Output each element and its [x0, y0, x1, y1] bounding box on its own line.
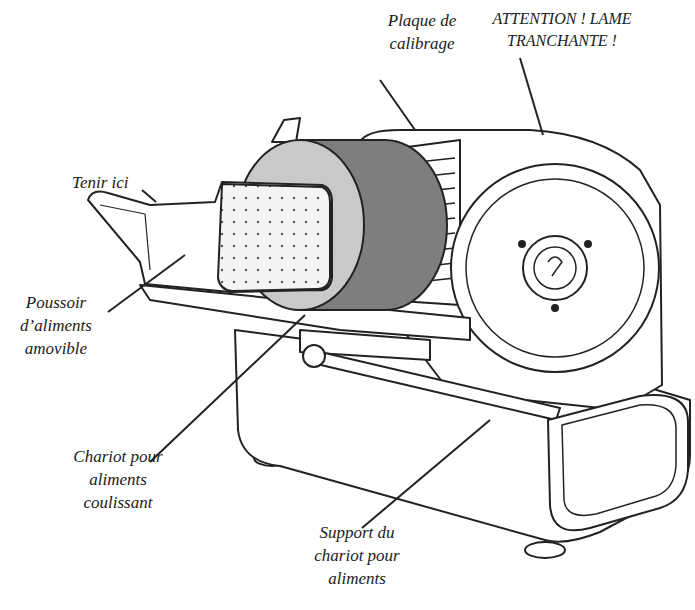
leader-line: [108, 255, 185, 312]
screw: [552, 305, 558, 311]
part-label: Poussoir d’aliments amovible: [4, 292, 108, 361]
part-label: Support du chariot pour aliments: [300, 522, 414, 591]
part-label: Chariot pour aliments coulissant: [62, 446, 174, 515]
part-label: Tenir ici: [72, 172, 172, 195]
blade-hub-inner: [534, 247, 576, 289]
leader-line: [520, 58, 543, 135]
leader-lines: [108, 58, 543, 528]
pusher-edge: [100, 205, 150, 270]
food-pusher: [88, 182, 332, 292]
blade-guard: [451, 164, 659, 372]
rod-knob: [303, 345, 325, 367]
leader-line: [150, 315, 305, 462]
leader-line: [380, 80, 415, 130]
carriage-rod: [308, 350, 560, 420]
blade-hub: [523, 236, 587, 300]
end-cap: [548, 395, 688, 530]
screw: [519, 241, 525, 247]
slicer-drawing: [88, 118, 690, 558]
leader-line: [362, 420, 490, 528]
calibration-knob: [272, 118, 300, 142]
part-label: ATTENTION ! LAME TRANCHANTE !: [462, 8, 662, 51]
screw: [585, 241, 591, 247]
pusher-plate: [218, 184, 330, 291]
foot: [525, 542, 565, 558]
part-label: Plaque de calibrage: [378, 10, 466, 56]
hub-logo: [548, 257, 562, 276]
blade: [466, 179, 644, 357]
leader-line: [142, 190, 156, 202]
end-cap-inner: [562, 405, 676, 516]
